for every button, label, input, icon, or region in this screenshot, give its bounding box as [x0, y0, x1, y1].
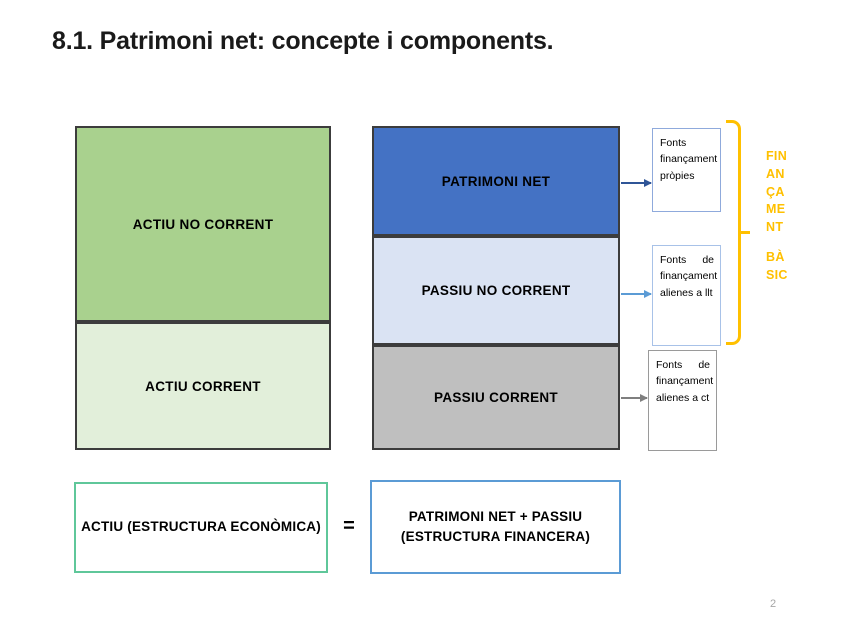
note-long-term-funds: Fonts de finançament alienes a llt: [652, 245, 721, 346]
brace-label-financament-basic: FIN AN ÇA ME NT BÀ SIC: [766, 148, 806, 284]
note-own-funds: Fonts finançament pròpies: [652, 128, 721, 212]
summary-box-actiu: ACTIU (ESTRUCTURA ECONÒMICA): [74, 482, 328, 573]
block-patrimoni-net: PATRIMONI NET: [372, 126, 620, 236]
brace-label-line-4: ME: [766, 202, 786, 217]
block-passiu-no-corrent-label: PASSIU NO CORRENT: [421, 283, 571, 298]
block-passiu-corrent: PASSIU CORRENT: [372, 345, 620, 450]
arrow-shaft: [621, 182, 651, 184]
block-actiu-corrent-label: ACTIU CORRENT: [145, 378, 261, 394]
summary-box-actiu-label: ACTIU (ESTRUCTURA ECONÒMICA): [81, 519, 321, 535]
arrow-head-icon: [644, 179, 652, 187]
note-short-term-funds: Fonts de finançament alienes a ct: [648, 350, 717, 451]
brace-label-line-7: SIC: [766, 267, 788, 282]
block-passiu-corrent-label: PASSIU CORRENT: [434, 390, 558, 405]
block-actiu-no-corrent-label: ACTIU NO CORRENT: [132, 216, 274, 232]
summary-box-patrimoni-passiu: PATRIMONI NET + PASSIU (ESTRUCTURA FINAN…: [370, 480, 621, 574]
arrow-head-icon: [644, 290, 652, 298]
page-title: 8.1. Patrimoni net: concepte i component…: [52, 27, 554, 55]
brace-label-line-3: ÇA: [766, 184, 785, 199]
block-actiu-corrent: ACTIU CORRENT: [75, 322, 331, 450]
arrow-shaft: [621, 293, 651, 295]
brace-label-line-6: BÀ: [766, 249, 785, 264]
brace-label-line-1: FIN: [766, 149, 788, 163]
equals-sign: =: [343, 515, 355, 537]
block-patrimoni-net-label: PATRIMONI NET: [441, 173, 551, 189]
arrow-head-icon: [640, 394, 648, 402]
summary-box-patrimoni-passiu-label: PATRIMONI NET + PASSIU (ESTRUCTURA FINAN…: [400, 508, 591, 544]
block-actiu-no-corrent: ACTIU NO CORRENT: [75, 126, 331, 322]
brace-label-line-5: NT: [766, 220, 784, 234]
brace-label-line-2: AN: [766, 166, 785, 181]
brace-label-spacer: [766, 237, 806, 249]
brace-tick-icon: [741, 231, 750, 234]
block-passiu-no-corrent: PASSIU NO CORRENT: [372, 236, 620, 345]
arrow-shaft: [621, 397, 647, 399]
page-number: 2: [770, 598, 777, 610]
brace-basic-financing: [726, 120, 741, 345]
